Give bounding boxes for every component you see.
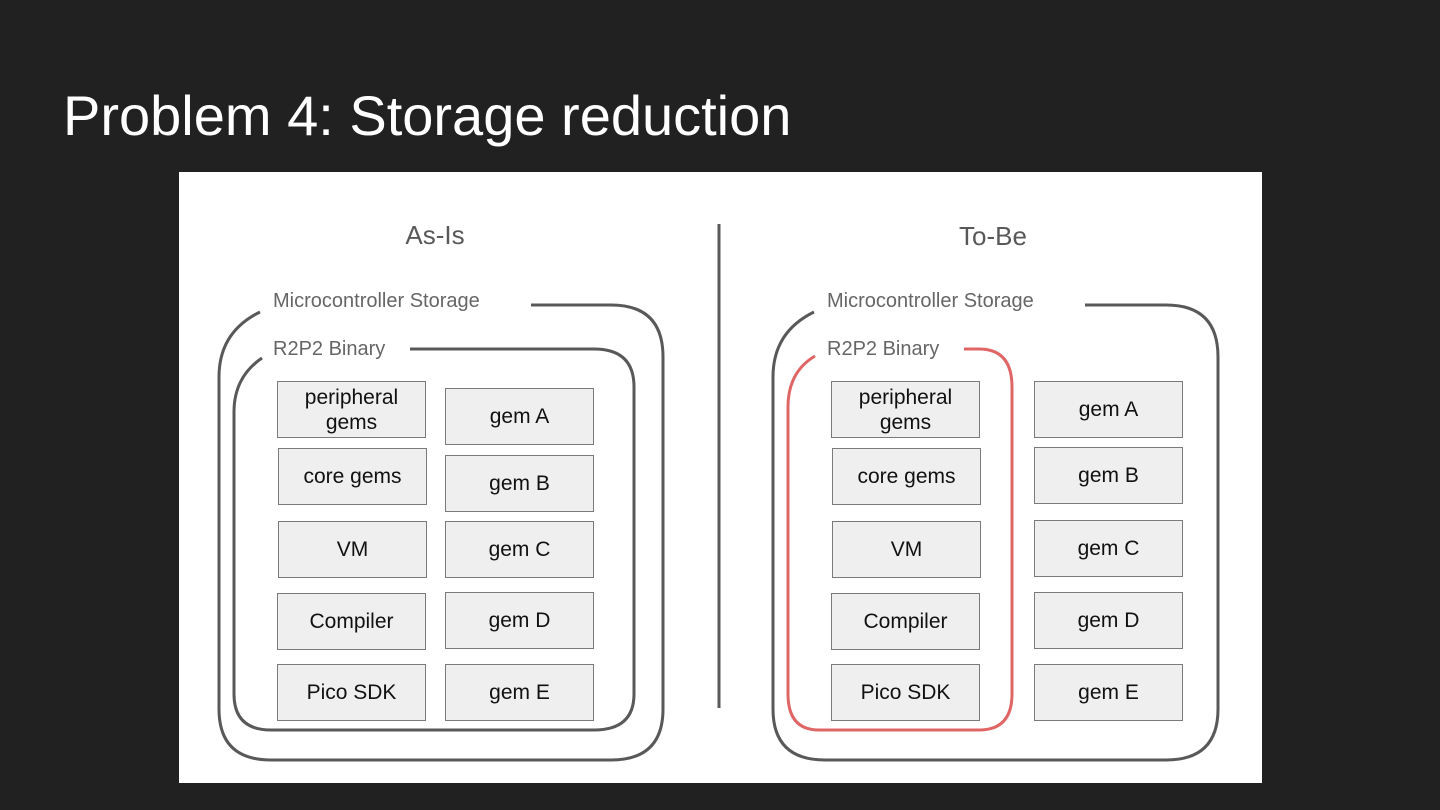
- as-is-gem: gem C: [445, 521, 594, 578]
- as-is-binary-item: VM: [278, 521, 427, 578]
- to-be-binary-frame: [786, 347, 1014, 732]
- to-be-binary-item: peripheral gems: [831, 381, 980, 438]
- as-is-gem: gem E: [445, 664, 594, 721]
- as-is-storage-label: Microcontroller Storage: [273, 290, 480, 312]
- to-be-storage-label: Microcontroller Storage: [827, 290, 1034, 312]
- as-is-storage-frame: [217, 303, 665, 762]
- to-be-gem: gem B: [1034, 447, 1183, 504]
- to-be-binary-item: Compiler: [831, 593, 980, 650]
- diagram-frames: [217, 224, 1220, 762]
- as-is-gem: gem B: [445, 455, 594, 512]
- to-be-storage-frame: [771, 303, 1220, 762]
- to-be-binary-label: R2P2 Binary: [827, 338, 940, 360]
- as-is-binary-item: Pico SDK: [277, 664, 426, 721]
- to-be-binary-item: core gems: [832, 448, 981, 505]
- as-is-binary-item: core gems: [278, 448, 427, 505]
- as-is-binary-item: Compiler: [277, 593, 426, 650]
- as-is-gem: gem A: [445, 388, 594, 445]
- slide-title: Problem 4: Storage reduction: [63, 84, 792, 147]
- as-is-binary-frame: [232, 347, 636, 732]
- to-be-binary-item: VM: [832, 521, 981, 578]
- to-be-binary-item: Pico SDK: [831, 664, 980, 721]
- diagram-panel: As-Is To-Be Microcontroller Storage R2P2…: [179, 172, 1262, 783]
- as-is-heading: As-Is: [405, 220, 465, 250]
- to-be-gem: gem A: [1034, 381, 1183, 438]
- to-be-heading: To-Be: [959, 221, 1027, 251]
- as-is-binary-label: R2P2 Binary: [273, 338, 386, 360]
- as-is-gem: gem D: [445, 592, 594, 649]
- to-be-gem: gem C: [1034, 520, 1183, 577]
- to-be-gem: gem E: [1034, 664, 1183, 721]
- as-is-binary-item: peripheral gems: [277, 381, 426, 438]
- to-be-gem: gem D: [1034, 592, 1183, 649]
